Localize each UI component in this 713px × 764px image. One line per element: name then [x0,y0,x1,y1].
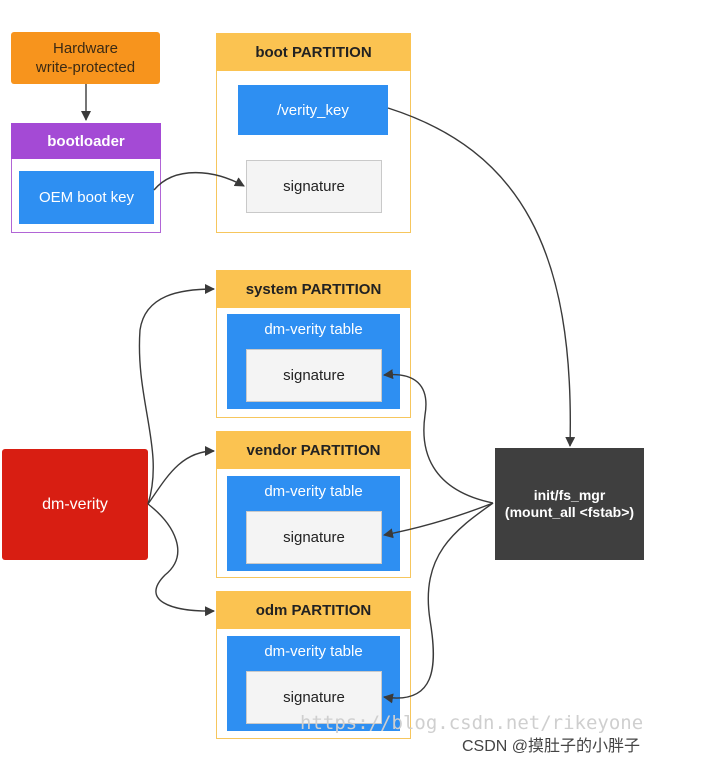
arrow-init-to-odm-signature [383,502,494,704]
vendor-dm-verity-table-label: dm-verity table [264,482,363,500]
dm-verity-box: dm-verity [2,449,148,560]
vendor-signature-box: signature [246,511,382,564]
boot-signature-box: signature [246,160,382,213]
odm-signature-box: signature [246,671,382,724]
system-partition-header: system PARTITION [216,270,411,308]
arrow-dm-verity-to-system [138,284,215,505]
bootloader-header: bootloader [11,123,161,159]
csdn-brand-watermark: CSDN @摸肚子的小胖子 [462,738,641,755]
vendor-partition-header: vendor PARTITION [216,431,411,469]
arrow-dm-verity-to-vendor [147,446,215,505]
hardware-label-line2: write-protected [35,59,136,76]
watermark-url: https://blog.csdn.net/rikeyone [300,712,644,734]
arrow-init-to-system-signature [383,369,494,504]
odm-partition-header: odm PARTITION [216,591,411,629]
oem-boot-key-box: OEM boot key [19,171,154,224]
odm-dm-verity-table-label: dm-verity table [264,642,363,660]
arrow-dm-verity-to-odm [147,503,215,617]
arrow-oem-key-to-boot-signature [153,172,245,191]
init-label-line1: init/fs_mgr [533,487,606,503]
system-dm-verity-table-label: dm-verity table [264,320,363,338]
init-label-line2: (mount_all <fstab>) [504,504,635,520]
arrow-init-to-vendor-signature [383,502,494,539]
verity-key-box: /verity_key [238,85,388,135]
boot-partition-header: boot PARTITION [216,33,411,71]
hardware-write-protected-box: Hardware write-protected [11,32,160,84]
init-fs-mgr-box: init/fs_mgr (mount_all <fstab>) [495,448,644,560]
arrow-verity-key-to-init [387,107,576,447]
hardware-label-line1: Hardware [52,40,119,57]
system-signature-box: signature [246,349,382,402]
